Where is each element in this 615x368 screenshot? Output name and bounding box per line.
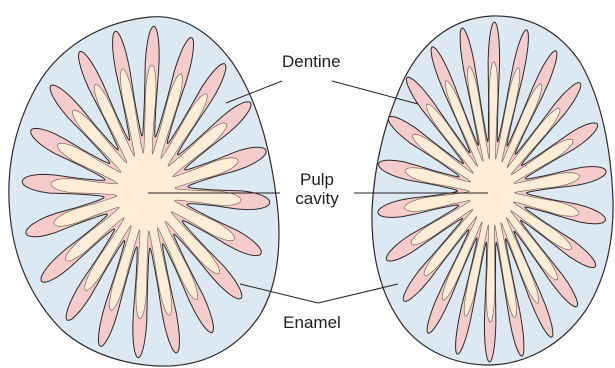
pulp-label-line2: cavity [288, 189, 346, 208]
right-tooth-section [372, 16, 613, 365]
dentine-label: Dentine [282, 52, 332, 71]
enamel-label-text: Enamel [282, 313, 342, 332]
pulp-label-line1: Pulp [288, 170, 346, 189]
left-tooth-section [9, 17, 279, 366]
pulp-cavity-label: Pulp cavity [288, 170, 346, 208]
enamel-label: Enamel [282, 313, 342, 332]
dentine-label-text: Dentine [282, 52, 332, 71]
